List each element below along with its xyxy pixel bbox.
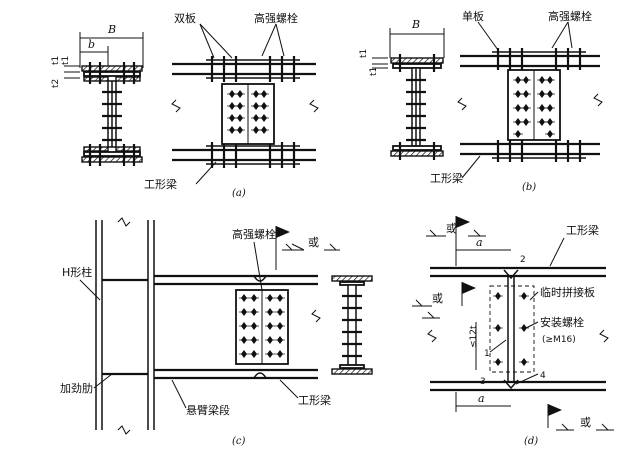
panel-b-bottom-flange-bolts <box>496 140 582 162</box>
panel-a-caption: (a) <box>232 188 246 199</box>
panel-c-i-section <box>331 275 373 375</box>
panel-a: B b <box>51 11 319 199</box>
panel-b: B t1 t1 <box>359 9 603 193</box>
panel-a-t1-label: t1 <box>51 56 61 65</box>
panel-b-elevation: 单板 高强螺栓 工形梁 (b) <box>430 9 603 193</box>
panel-d-num-3: 3 <box>480 377 486 387</box>
panel-d-install-bolt-label: 安装螺栓 <box>540 315 584 329</box>
panel-c-h-column <box>95 217 155 435</box>
panel-b-dim-B: B <box>411 18 420 31</box>
panel-d-caption: (d) <box>524 436 538 447</box>
panel-a-top-flange-bolts <box>210 56 296 82</box>
panel-b-web-bolts <box>406 78 426 142</box>
panel-c: 或 高强螺栓 H形柱 加劲肋 悬臂梁段 工形梁 (c) <box>60 217 373 447</box>
panel-d-temp-plate-label: 临时拼接板 <box>540 285 595 299</box>
panel-a-beam-label: 工形梁 <box>144 177 177 191</box>
panel-c-weld-symbol: 或 <box>275 226 340 270</box>
panel-d-num-4: 4 <box>540 371 546 381</box>
panel-a-web-bolts <box>102 90 122 142</box>
panel-a-dim-b: b <box>88 38 95 51</box>
panel-d-num-2: 2 <box>520 255 526 265</box>
panel-a-elevation: 双板 高强螺栓 工形梁 (a) <box>144 11 319 199</box>
panel-b-single-plate-label: 单板 <box>462 9 484 23</box>
panel-d-dim-a-top: a <box>476 236 483 249</box>
panel-a-t1b-label: t1 <box>61 56 71 65</box>
panel-c-h-column-label: H形柱 <box>62 265 92 279</box>
panel-d-or-mid: 或 <box>432 292 443 305</box>
panel-d-or-bottom: 或 <box>580 416 591 429</box>
panel-c-hs-bolt-label: 高强螺栓 <box>232 227 276 241</box>
panel-a-bottom-flange-bolts <box>210 142 296 168</box>
panel-c-i-section-bolts <box>342 294 362 358</box>
panel-d-or-top: 或 <box>446 222 457 235</box>
panel-d-weld-symbol-bottom: 或 <box>547 404 614 431</box>
panel-d-m16-label: (≥M16) <box>542 335 576 345</box>
panel-b-caption: (b) <box>522 182 536 193</box>
panel-d-beam-label: 工形梁 <box>566 223 599 237</box>
panel-d-install-bolts <box>492 291 530 367</box>
panel-d: a a ≤12t 或 或 或 <box>412 216 614 447</box>
panel-a-t2-label: t2 <box>51 79 61 88</box>
panel-a-i-section: B b <box>51 23 144 166</box>
panel-b-top-flange-bolts <box>496 48 582 70</box>
panel-b-t1b-label: t1 <box>369 67 379 76</box>
panel-b-t1-label: t1 <box>359 49 369 58</box>
panel-b-hs-bolt-label: 高强螺栓 <box>548 9 592 23</box>
panel-a-double-plate-label: 双板 <box>174 11 196 25</box>
panel-c-beam <box>154 274 321 380</box>
panel-c-or-label: 或 <box>308 236 319 249</box>
panel-d-weld-symbol-top: 或 <box>426 216 486 246</box>
panel-d-12t-label: ≤12t <box>469 325 479 348</box>
panel-c-caption: (c) <box>232 436 246 447</box>
panel-d-weld-symbol-mid: 或 <box>412 282 476 319</box>
panel-b-beam-label: 工形梁 <box>430 171 463 185</box>
panel-c-cantilever-label: 悬臂梁段 <box>186 403 230 417</box>
panel-b-i-section: B t1 t1 <box>359 18 445 160</box>
panel-c-beam-label: 工形梁 <box>298 393 331 407</box>
panel-a-hs-bolt-label: 高强螺栓 <box>254 11 298 25</box>
panel-d-dim-a-bottom: a <box>478 392 485 405</box>
panel-d-num-1: 1 <box>484 349 490 359</box>
panel-c-stiffener-label: 加劲肋 <box>60 381 93 395</box>
panel-a-dim-B: B <box>107 23 116 36</box>
panel-d-temp-splice-plate <box>489 285 535 373</box>
